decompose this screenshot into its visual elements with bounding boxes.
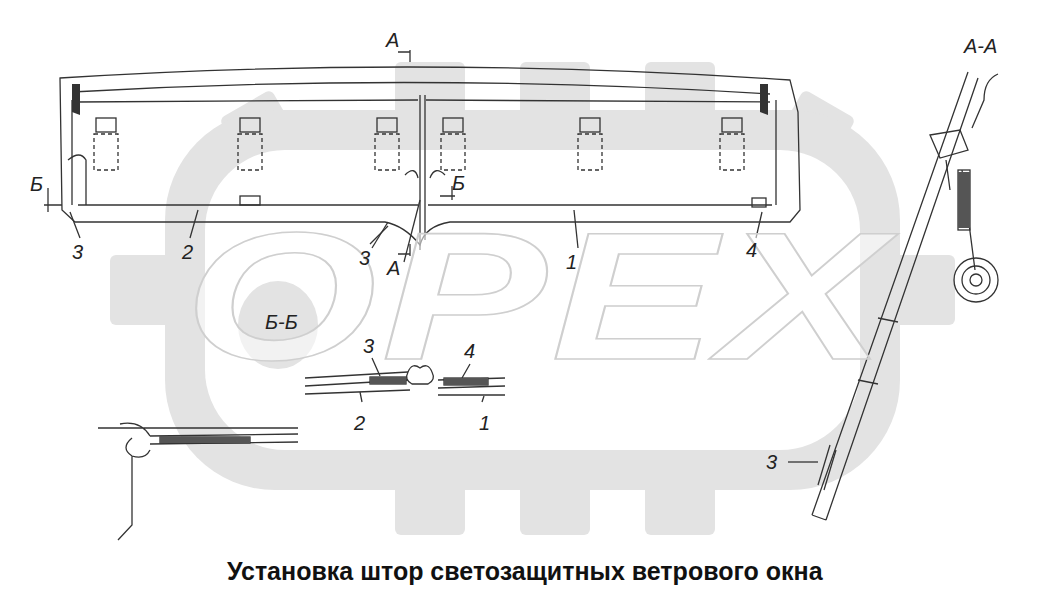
callout-label: 3 (766, 452, 777, 472)
callout-label: 3 (363, 336, 374, 356)
callout-label: А-А (964, 36, 997, 56)
callout-label: 1 (566, 252, 577, 272)
callout-label: Б-Б (265, 312, 298, 332)
figure-caption: Установка штор светозащитных ветрового о… (227, 559, 823, 584)
watermark: OPEX (184, 206, 890, 387)
callout-label: 3 (72, 242, 83, 262)
callout-label: 1 (479, 413, 490, 433)
callout-label: 4 (746, 240, 757, 260)
callout-label: 3 (359, 248, 370, 268)
callout-label: А (386, 30, 399, 50)
callout-label: 2 (182, 242, 193, 262)
callout-label: Б (30, 174, 43, 194)
callout-label: Б (452, 173, 465, 193)
callout-label: А (387, 258, 400, 278)
callout-label: 2 (354, 413, 365, 433)
callout-label: 4 (464, 341, 475, 361)
